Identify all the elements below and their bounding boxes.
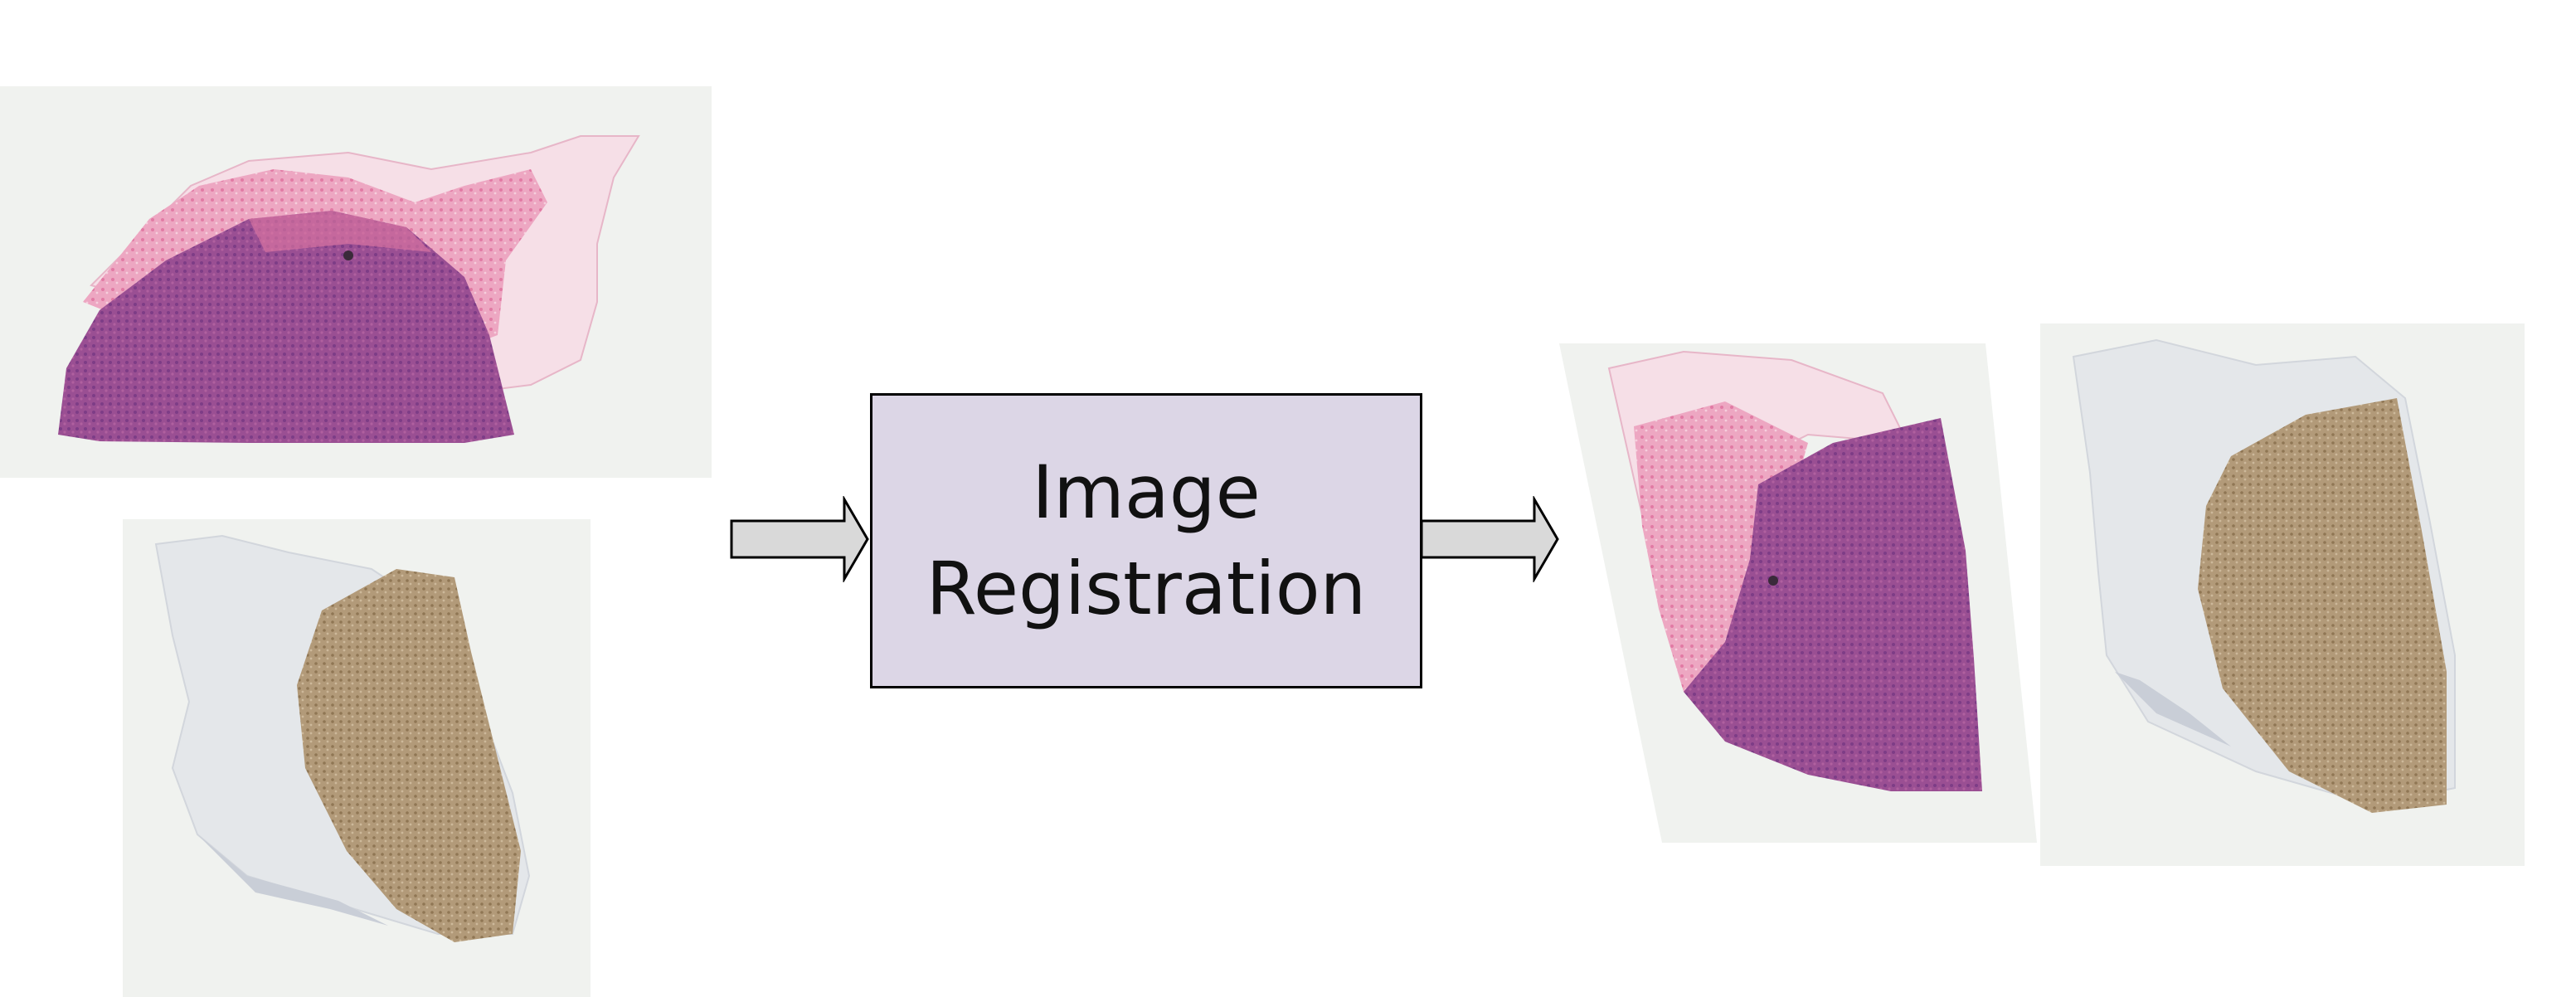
image-registration-box: Image Registration — [870, 393, 1422, 688]
arrow-into-process — [730, 494, 871, 584]
tissue-slide-ihc-icon — [123, 519, 591, 997]
input-ihc-slide — [123, 519, 591, 997]
process-title-line2: Registration — [926, 546, 1367, 631]
tissue-slide-he-icon — [0, 86, 712, 478]
arrow-out-of-process — [1420, 494, 1561, 584]
tissue-slide-he-registered-icon — [1559, 343, 2037, 843]
right-arrow-icon — [730, 494, 869, 584]
right-arrow-icon — [1420, 494, 1559, 584]
process-title-line1: Image — [1032, 450, 1261, 535]
output-he-slide — [1559, 343, 2037, 848]
input-he-slide — [0, 86, 712, 478]
tissue-slide-ihc-registered-icon — [2040, 323, 2525, 866]
output-ihc-slide — [2040, 323, 2525, 866]
